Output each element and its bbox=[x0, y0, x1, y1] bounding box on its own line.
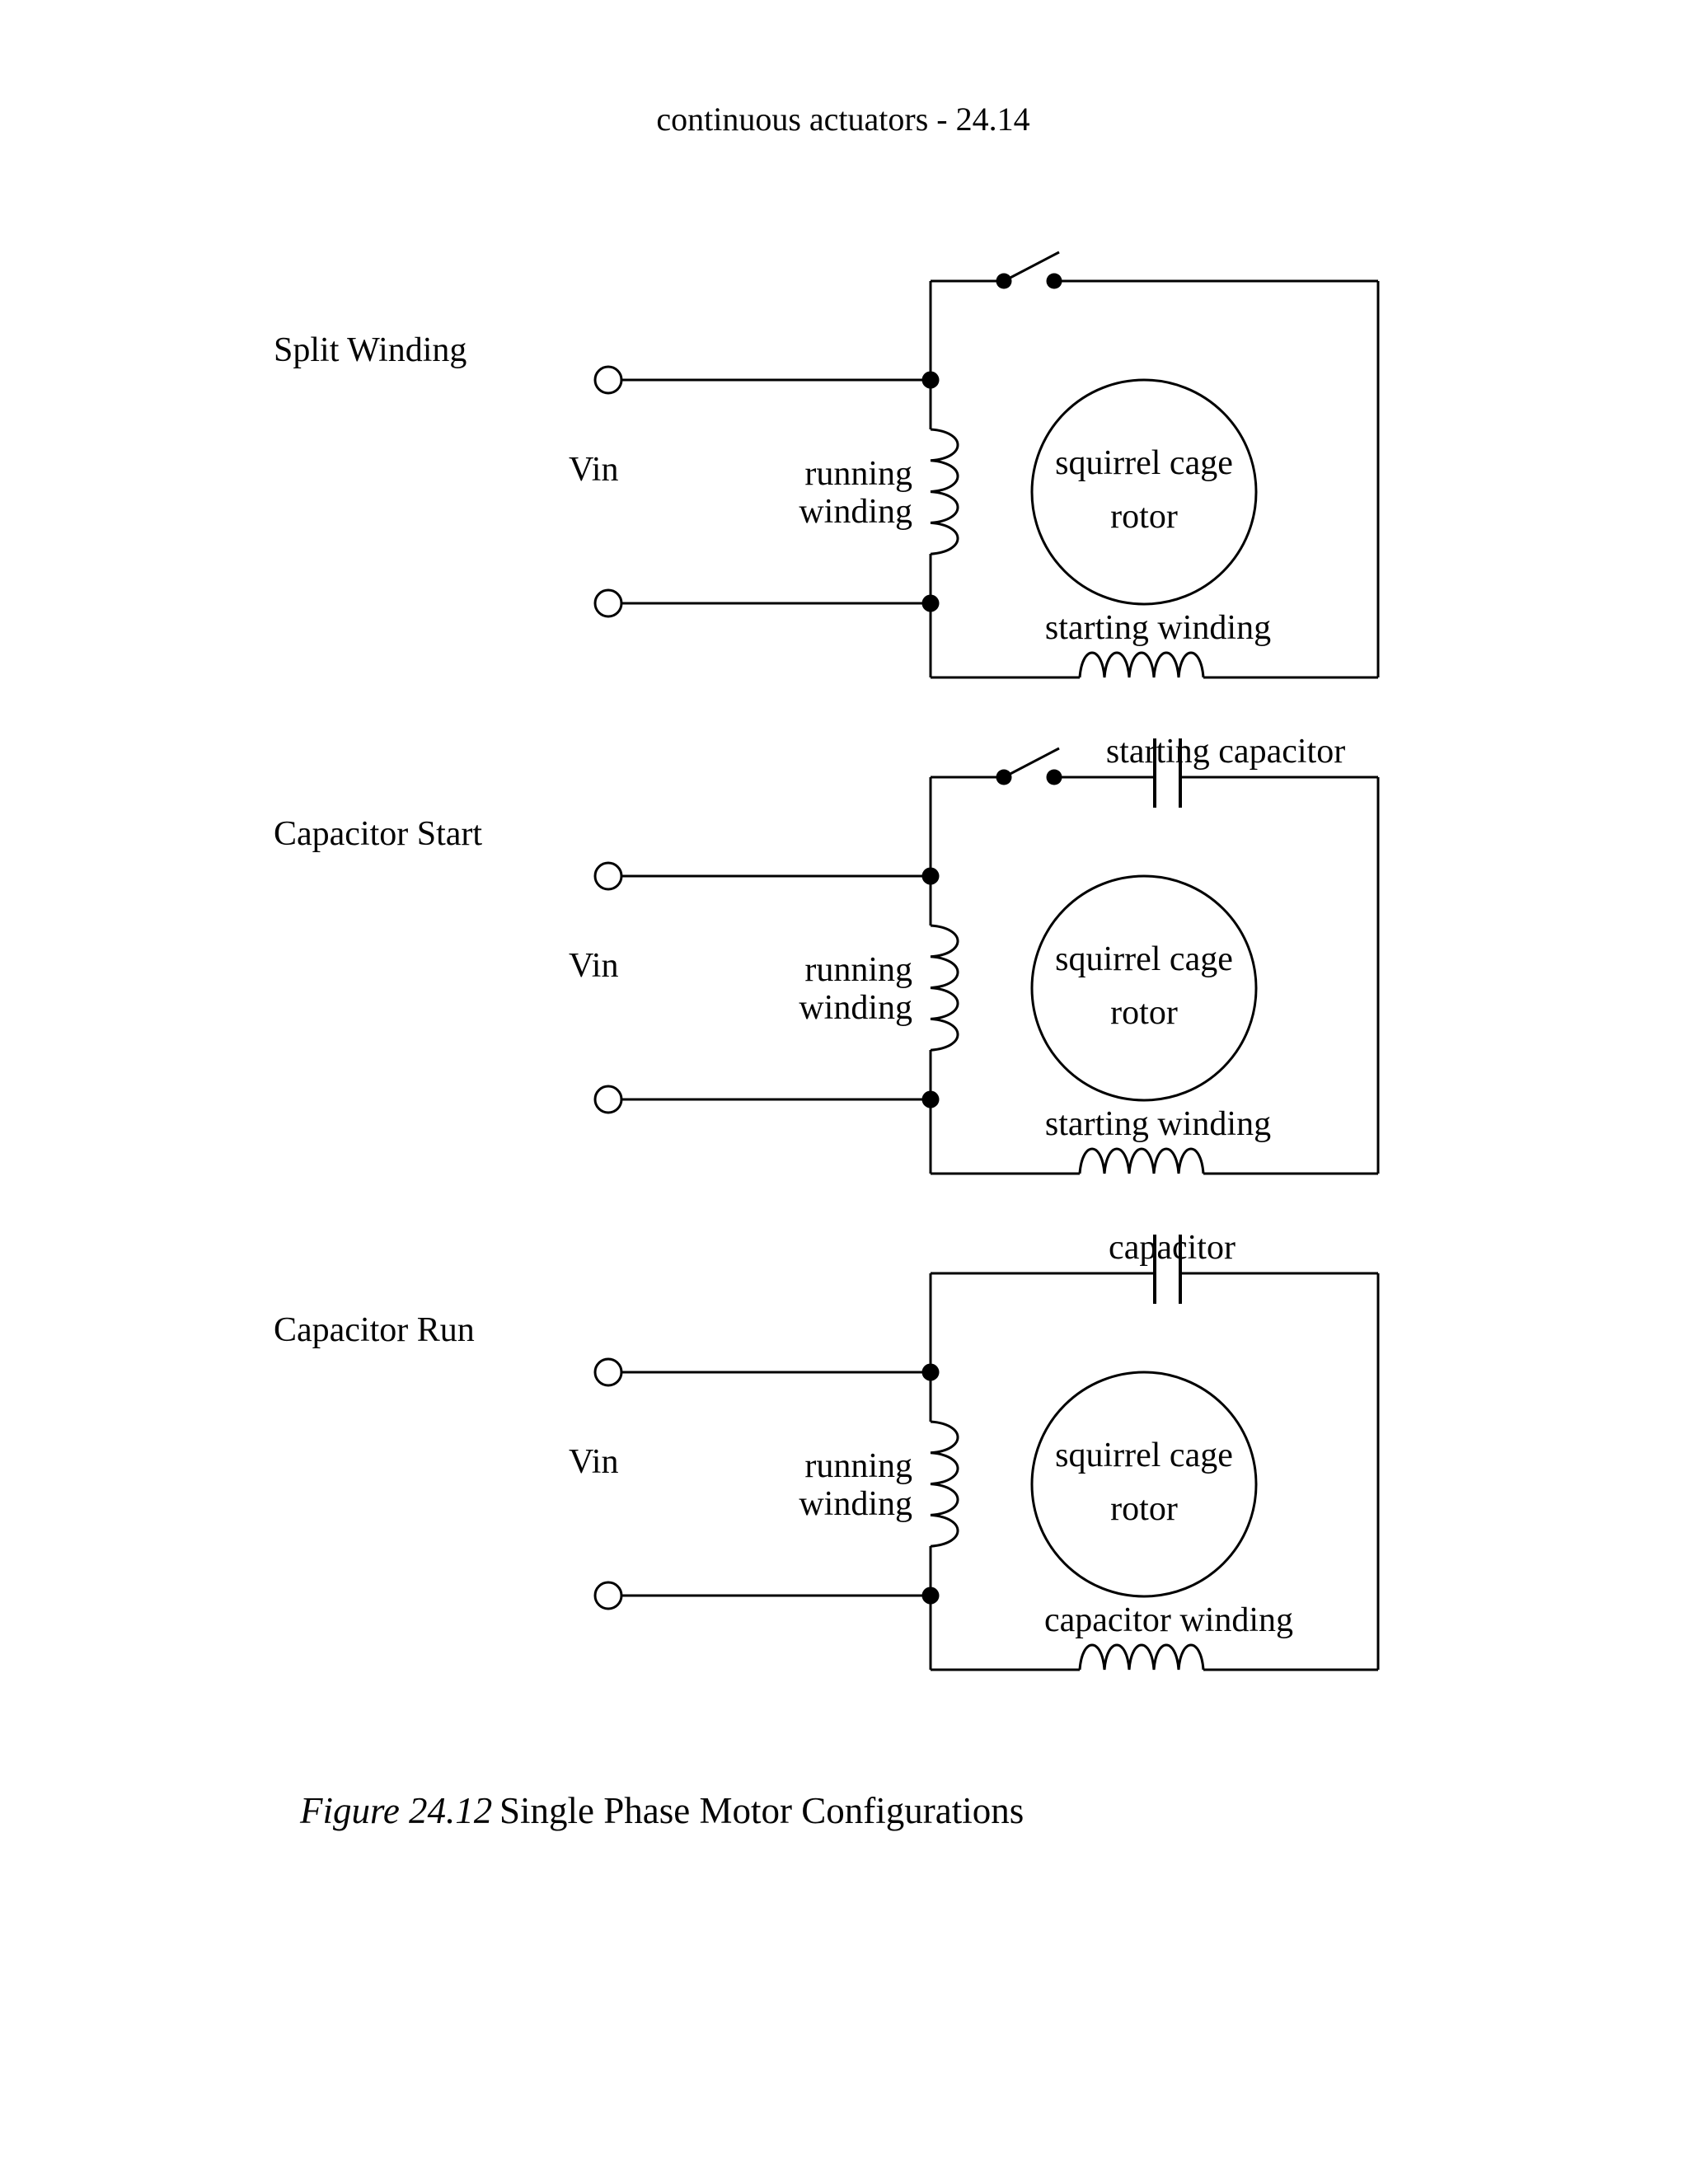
figure-caption-label: Figure 24.12 bbox=[299, 1790, 492, 1831]
rotor-label-line1: squirrel cage bbox=[1055, 940, 1233, 978]
rotor-circle bbox=[1030, 874, 1258, 1102]
junction-dot-top bbox=[921, 1363, 940, 1381]
starting-capacitor-label: starting capacitor bbox=[1106, 733, 1345, 771]
running-winding-label-line2: winding bbox=[799, 1485, 912, 1523]
starting-winding-label: starting winding bbox=[1045, 609, 1271, 647]
running-winding-coil bbox=[930, 1420, 959, 1548]
running-winding-coil bbox=[930, 924, 959, 1052]
starting-winding-coil bbox=[1078, 651, 1205, 678]
rotor-circle bbox=[1030, 1371, 1258, 1598]
input-terminal-bottom bbox=[593, 588, 623, 618]
page-header: continuous actuators - 24.14 bbox=[656, 101, 1029, 138]
running-winding-coil bbox=[930, 428, 959, 555]
vin-label: Vin bbox=[569, 947, 618, 985]
running-winding-label-line1: running bbox=[804, 1447, 912, 1485]
figure-caption-title: Single Phase Motor Configurations bbox=[499, 1790, 1024, 1831]
input-terminal-top bbox=[593, 365, 623, 395]
junction-dot-top bbox=[921, 867, 940, 885]
running-winding-label-line1: running bbox=[804, 455, 912, 493]
capacitor-start-diagram: Capacitor Start starting capacitor squir… bbox=[274, 733, 1380, 1175]
diagram-title: Split Winding bbox=[274, 331, 467, 369]
diagram-title: Capacitor Run bbox=[274, 1311, 475, 1349]
rotor-label-line2: rotor bbox=[1110, 994, 1178, 1032]
capacitor-label: capacitor bbox=[1109, 1229, 1236, 1267]
input-terminal-bottom bbox=[593, 1085, 623, 1114]
input-terminal-bottom bbox=[593, 1581, 623, 1610]
rotor-circle bbox=[1030, 378, 1258, 606]
starting-winding-coil bbox=[1078, 1147, 1205, 1174]
input-terminal-top bbox=[593, 1357, 623, 1387]
rotor-label-line2: rotor bbox=[1110, 498, 1178, 536]
rotor-label-line1: squirrel cage bbox=[1055, 444, 1233, 482]
running-winding-label-line2: winding bbox=[799, 989, 912, 1027]
switch-lever bbox=[1003, 747, 1060, 779]
vin-label: Vin bbox=[569, 451, 618, 489]
split-winding-diagram: Split Winding squirrel cage rotor Vin ru… bbox=[274, 251, 1380, 679]
junction-dot-bottom bbox=[921, 594, 940, 612]
running-winding-label-line2: winding bbox=[799, 493, 912, 531]
vin-label: Vin bbox=[569, 1443, 618, 1481]
capacitor-run-diagram: Capacitor Run capacitor squirrel cage ro… bbox=[274, 1229, 1380, 1671]
junction-dot-bottom bbox=[921, 1090, 940, 1108]
junction-dot-top bbox=[921, 371, 940, 389]
capacitor-winding-label: capacitor winding bbox=[1044, 1601, 1293, 1639]
running-winding-label-line1: running bbox=[804, 951, 912, 989]
rotor-label-line2: rotor bbox=[1110, 1490, 1178, 1528]
switch-lever bbox=[1003, 251, 1060, 283]
junction-dot-bottom bbox=[921, 1586, 940, 1605]
input-terminal-top bbox=[593, 861, 623, 891]
diagram-title: Capacitor Start bbox=[274, 815, 482, 853]
rotor-label-line1: squirrel cage bbox=[1055, 1436, 1233, 1474]
starting-winding-label: starting winding bbox=[1045, 1105, 1271, 1143]
capacitor-winding-coil bbox=[1078, 1643, 1205, 1671]
